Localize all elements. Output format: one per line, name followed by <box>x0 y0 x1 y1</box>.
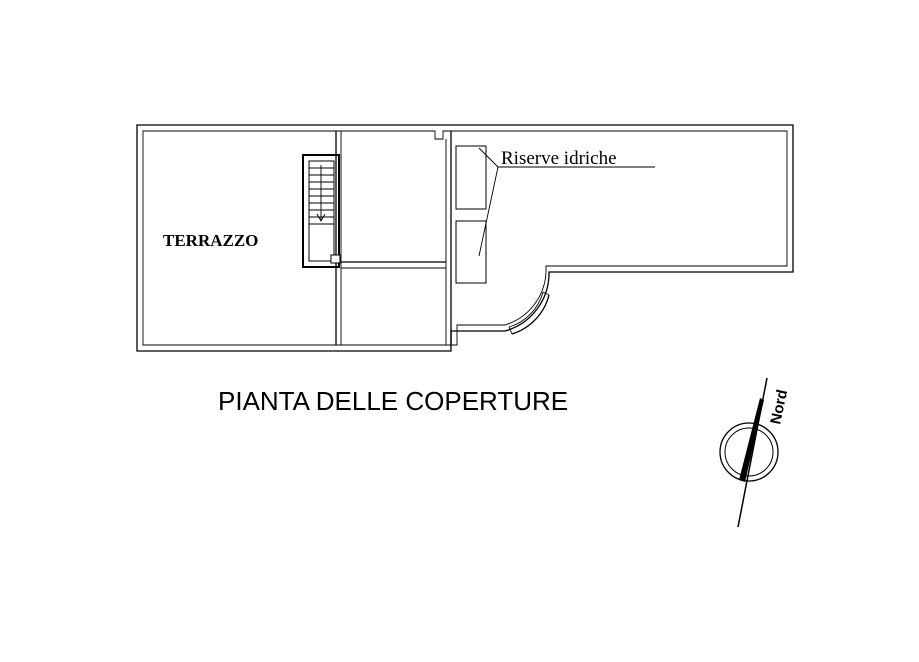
water-tanks <box>455 145 655 284</box>
north-arrow-icon: Nord <box>719 377 791 528</box>
curved-wall <box>508 291 550 335</box>
staircase <box>302 154 341 268</box>
interior-walls <box>335 131 452 345</box>
water-tank-lower <box>455 220 487 284</box>
page-title: PIANTA DELLE COPERTURE <box>218 386 568 416</box>
water-tanks-label: Riserve idriche <box>501 148 617 169</box>
water-tank-upper <box>455 145 487 210</box>
building-outline <box>136 124 794 352</box>
north-label: Nord <box>767 388 791 426</box>
terrace-label: TERRAZZO <box>163 231 258 250</box>
